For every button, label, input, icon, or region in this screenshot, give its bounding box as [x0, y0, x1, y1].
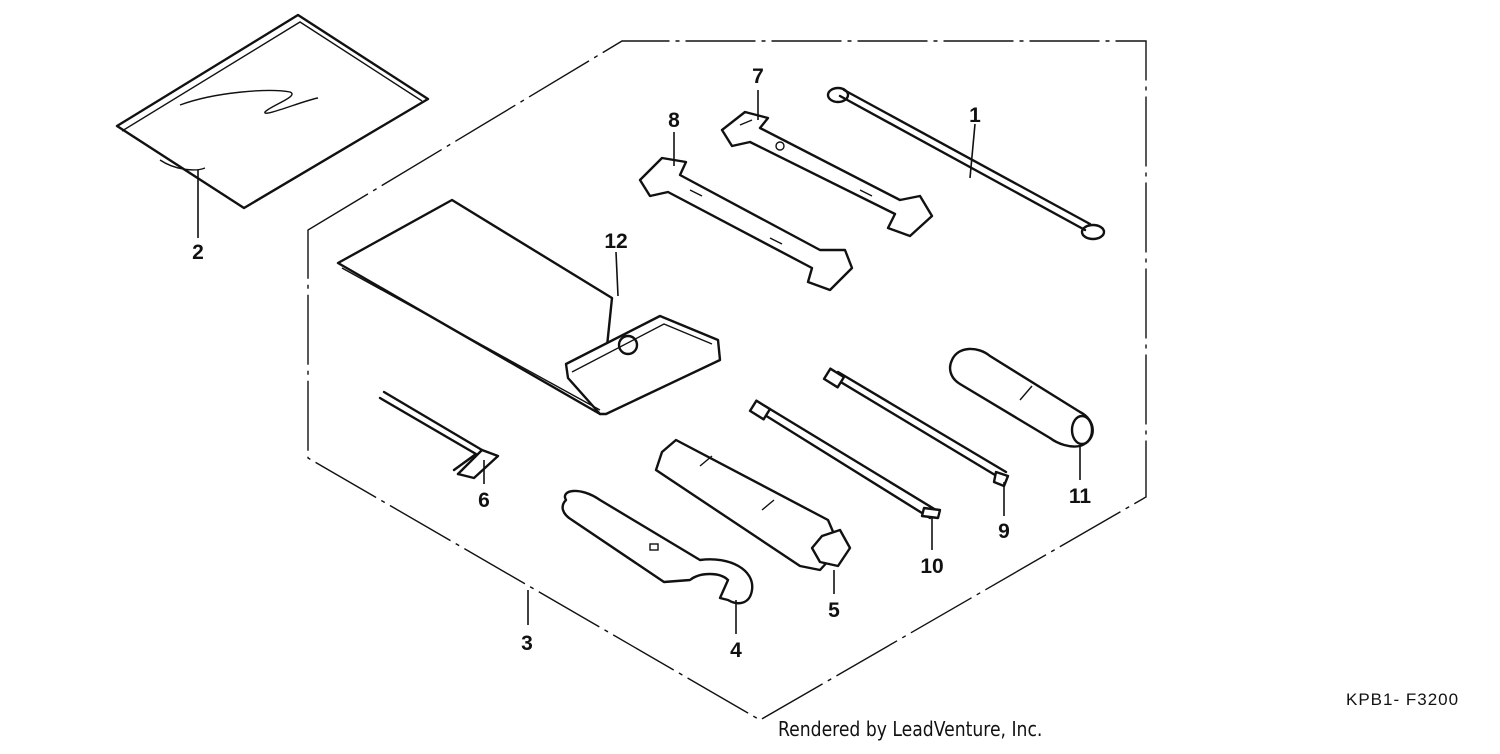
callout-10[interactable]: 10 [920, 555, 943, 578]
hex-key-part[interactable] [378, 390, 500, 480]
callout-5[interactable]: 5 [828, 599, 840, 622]
tool-kit-frame [307, 40, 1147, 721]
pin-spanner-part[interactable] [561, 489, 754, 605]
callout-9[interactable]: 9 [998, 520, 1010, 543]
wrench-part-7[interactable] [720, 110, 934, 238]
callout-8[interactable]: 8 [668, 109, 680, 132]
render-credit: Rendered by LeadVenture, Inc. [778, 717, 1043, 741]
leader-line-1 [969, 123, 976, 179]
callout-11[interactable]: 11 [1069, 485, 1092, 508]
callout-7[interactable]: 7 [752, 65, 764, 88]
plug-wrench-part[interactable] [654, 438, 852, 572]
rod-part[interactable] [826, 86, 1106, 241]
screwdriver-handle-part[interactable] [948, 347, 1094, 448]
callout-1[interactable]: 1 [969, 104, 981, 127]
wrench-part-8[interactable] [638, 156, 854, 292]
diagram-code: KPB1- F3200 [1346, 690, 1460, 709]
callout-2[interactable]: 2 [192, 241, 204, 264]
screwdriver-blade-part-10[interactable] [748, 399, 942, 520]
callout-3[interactable]: 3 [521, 632, 533, 655]
callout-12[interactable]: 12 [604, 230, 627, 253]
callout-4[interactable]: 4 [730, 639, 742, 662]
plastic-bag-part[interactable] [115, 13, 430, 210]
leader-line-12 [615, 251, 619, 297]
tool-bag-part[interactable] [336, 198, 722, 416]
callout-6[interactable]: 6 [478, 489, 490, 512]
